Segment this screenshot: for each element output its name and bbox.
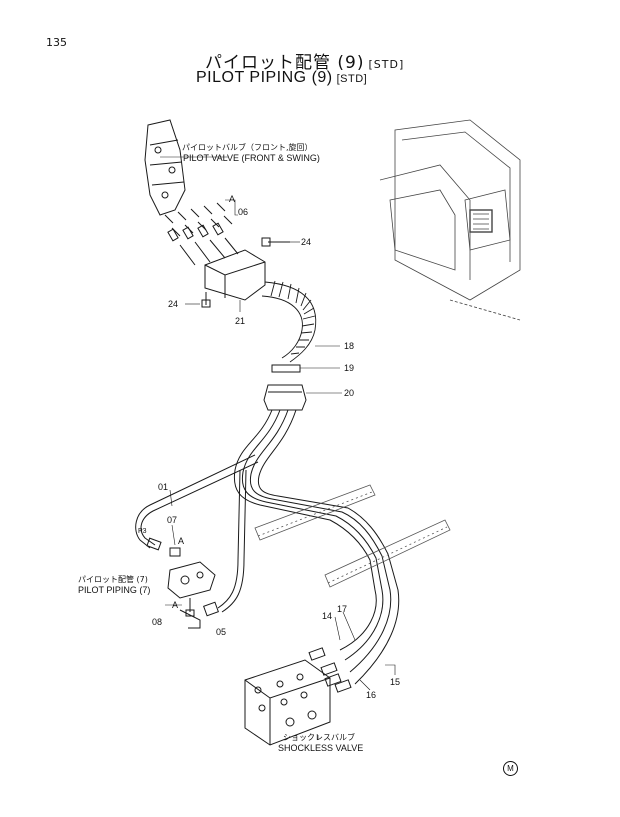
manifold-block [204, 249, 266, 301]
callout-14: 14 [322, 611, 333, 621]
fitting-p3 [146, 537, 181, 557]
callout-01: 01 [158, 482, 169, 492]
fitting-05 [203, 601, 219, 617]
shockless-fittings [308, 647, 352, 693]
clamp-19 [271, 364, 301, 373]
callout-07: 07 [167, 515, 178, 525]
cab-sketch [379, 119, 521, 321]
callout-18: 18 [344, 341, 355, 351]
callout-05: 05 [216, 627, 227, 637]
bolt-24-lower [201, 292, 211, 308]
callout-24-upper: 24 [301, 237, 312, 247]
title-japanese: パイロット配管 (9)[STD] [205, 48, 404, 73]
leader-lines [160, 156, 396, 740]
frame-rails [254, 484, 451, 588]
title-en-suffix: [STD] [336, 73, 368, 85]
title-ja-suffix: [STD] [368, 58, 405, 71]
grommet-20 [263, 384, 307, 411]
pilot-valve-label-ja: パイロットバルブ（フロント,旋回） [182, 143, 313, 152]
manufacturer-logo: M [503, 761, 518, 776]
callout-20: 20 [344, 388, 355, 398]
shockless-label-ja: ショックレスバルブ [283, 733, 355, 742]
pilot-valve-body [144, 119, 186, 216]
pilot-fittings [164, 202, 239, 266]
callout-16: 16 [366, 690, 377, 700]
callout-24-lower: 24 [168, 299, 179, 309]
corrugated-hose [261, 280, 317, 363]
callout-a-upper: A [229, 194, 236, 204]
pilot-valve-label-en: PILOT VALVE (FRONT & SWING) [183, 153, 320, 163]
title-english: PILOT PIPING (9)[STD] [196, 69, 367, 87]
callout-17: 17 [337, 604, 348, 614]
page-number: 135 [46, 36, 67, 49]
callout-06: 06 [238, 207, 249, 217]
pilot-piping7-block [167, 561, 216, 617]
title-en-text: PILOT PIPING (9) [196, 69, 333, 86]
callout-a-lower: A [172, 600, 179, 610]
pilot-piping7-label-ja: パイロット配管 (7) [78, 575, 148, 584]
callout-21: 21 [235, 316, 246, 326]
hose-01 [135, 454, 259, 549]
callout-p3: P3 [138, 528, 147, 535]
hose-05 [217, 469, 247, 613]
callout-a-mid: A [178, 536, 185, 546]
bolt-24-upper [261, 237, 290, 247]
hose-bundle [233, 409, 400, 685]
elbow-08 [179, 609, 201, 629]
callout-15: 15 [390, 677, 401, 687]
pilot-piping7-label-en: PILOT PIPING (7) [78, 585, 151, 595]
callout-19: 19 [344, 363, 355, 373]
callout-08: 08 [152, 617, 163, 627]
title-ja-text: パイロット配管 (9) [205, 53, 365, 73]
shockless-valve-body [244, 659, 331, 746]
shockless-label-en: SHOCKLESS VALVE [278, 743, 364, 753]
